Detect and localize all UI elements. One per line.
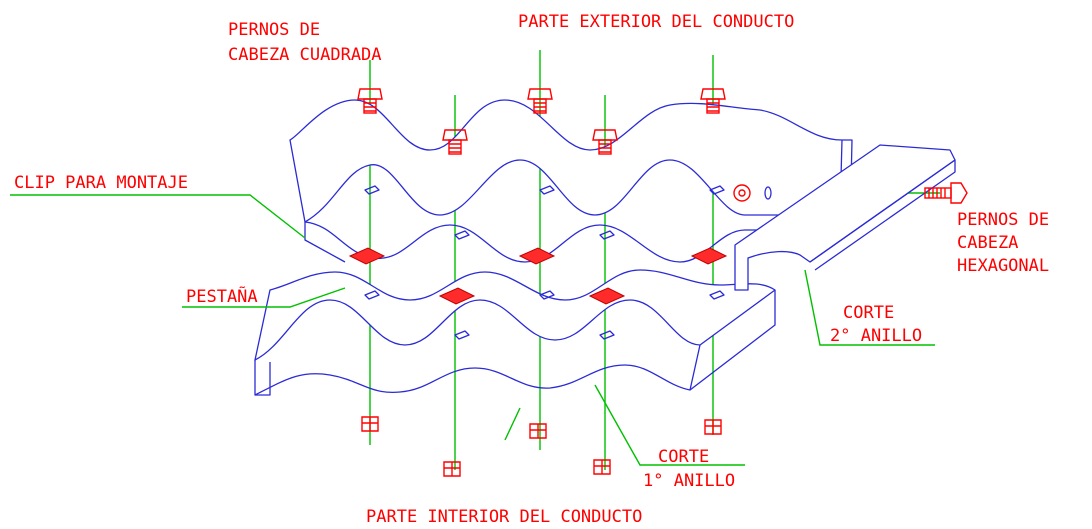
- bolt-2: [442, 129, 468, 155]
- label-pernos-hex-3: HEXAGONAL: [957, 256, 1049, 276]
- label-pernos-cuadrada-1: PERNOS DE: [228, 20, 320, 40]
- hex-head-bolt: [924, 182, 968, 204]
- hex-nut-side: [733, 184, 751, 202]
- label-pernos-hex-2: CABEZA: [957, 233, 1018, 253]
- upper-corrugated-plate: [289, 99, 853, 263]
- nut-3: [529, 423, 547, 439]
- nut-1: [361, 416, 379, 432]
- nuts: [361, 416, 722, 477]
- bolt-3: [527, 88, 553, 114]
- lower-corrugated-plate: [254, 269, 776, 396]
- nut-2: [443, 461, 461, 477]
- leader-lines: [10, 194, 935, 466]
- second-ring-plate: [734, 144, 956, 291]
- nut-5: [704, 419, 722, 435]
- label-corte-1-2: 1° ANILLO: [643, 471, 735, 491]
- label-corte-1-1: CORTE: [658, 447, 709, 467]
- label-interior: PARTE INTERIOR DEL CONDUCTO: [366, 507, 642, 527]
- label-corte-2-2: 2° ANILLO: [830, 326, 922, 346]
- label-pernos-hex-1: PERNOS DE: [957, 210, 1049, 230]
- label-clip: CLIP PARA MONTAJE: [14, 173, 188, 193]
- bolt-5: [700, 88, 726, 114]
- mounting-clips: [348, 247, 728, 305]
- bolt-4: [592, 129, 618, 155]
- label-pestana: PESTAÑA: [186, 285, 258, 307]
- nut-4: [593, 459, 611, 475]
- square-head-bolts: [357, 88, 726, 155]
- bolt-1: [357, 88, 383, 114]
- label-corte-2-1: CORTE: [843, 303, 894, 323]
- label-exterior: PARTE EXTERIOR DEL CONDUCTO: [518, 12, 794, 32]
- label-pernos-cuadrada-2: CABEZA CUADRADA: [228, 45, 382, 65]
